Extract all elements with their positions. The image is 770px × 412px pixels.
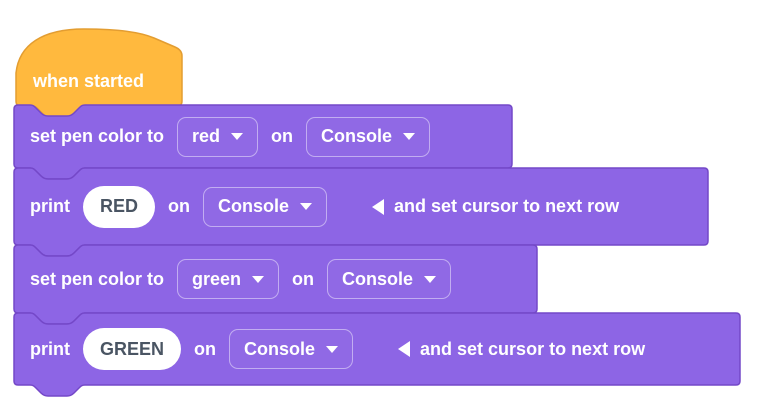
collapse-label: and set cursor to next row — [394, 196, 620, 216]
block-label-on: on — [271, 126, 294, 146]
pen-color-value: red — [192, 126, 221, 146]
pen-color-value: green — [192, 268, 242, 289]
caret-down-icon — [252, 275, 265, 283]
block-label: set pen color to — [30, 268, 165, 289]
target-value: Console — [244, 338, 316, 359]
block-print-red[interactable]: print RED on Console and set cursor to n… — [13, 167, 709, 257]
target-value: Console — [342, 268, 414, 289]
hat-label: when started — [33, 71, 145, 91]
block-label: set pen color to — [30, 126, 165, 146]
triangle-left-icon — [372, 198, 385, 215]
pen-color-dropdown[interactable]: green — [177, 259, 280, 299]
block-label-on: on — [194, 338, 217, 359]
target-console-dropdown[interactable]: Console — [306, 116, 431, 157]
target-console-dropdown[interactable]: Console — [229, 329, 354, 369]
block-when-started[interactable]: when started — [15, 28, 183, 118]
target-console-dropdown[interactable]: Console — [203, 186, 328, 227]
print-value-input[interactable]: GREEN — [83, 328, 182, 370]
block-set-pen-color-red[interactable]: set pen color to red on Console — [13, 104, 513, 180]
print-value: RED — [100, 196, 139, 216]
caret-down-icon — [424, 275, 437, 283]
block-label-on: on — [168, 196, 191, 216]
target-value: Console — [321, 126, 393, 146]
caret-down-icon — [231, 133, 244, 140]
block-label: print — [30, 338, 70, 359]
caret-down-icon — [300, 203, 313, 210]
block-print-green[interactable]: print GREEN on Console and set cursor to… — [13, 312, 741, 397]
block-set-pen-color-green[interactable]: set pen color to green on Console — [13, 244, 538, 325]
block-label-on: on — [292, 268, 315, 289]
collapse-toggle[interactable]: and set cursor to next row — [372, 196, 619, 217]
pen-color-dropdown[interactable]: red — [177, 116, 259, 157]
triangle-left-icon — [398, 341, 411, 357]
print-value-input[interactable]: RED — [83, 185, 156, 228]
caret-down-icon — [403, 133, 416, 140]
print-value: GREEN — [100, 338, 165, 359]
block-label: print — [30, 196, 70, 216]
target-value: Console — [218, 196, 290, 216]
target-console-dropdown[interactable]: Console — [327, 259, 452, 299]
collapse-toggle[interactable]: and set cursor to next row — [398, 339, 645, 360]
caret-down-icon — [326, 345, 339, 353]
collapse-label: and set cursor to next row — [420, 338, 646, 359]
